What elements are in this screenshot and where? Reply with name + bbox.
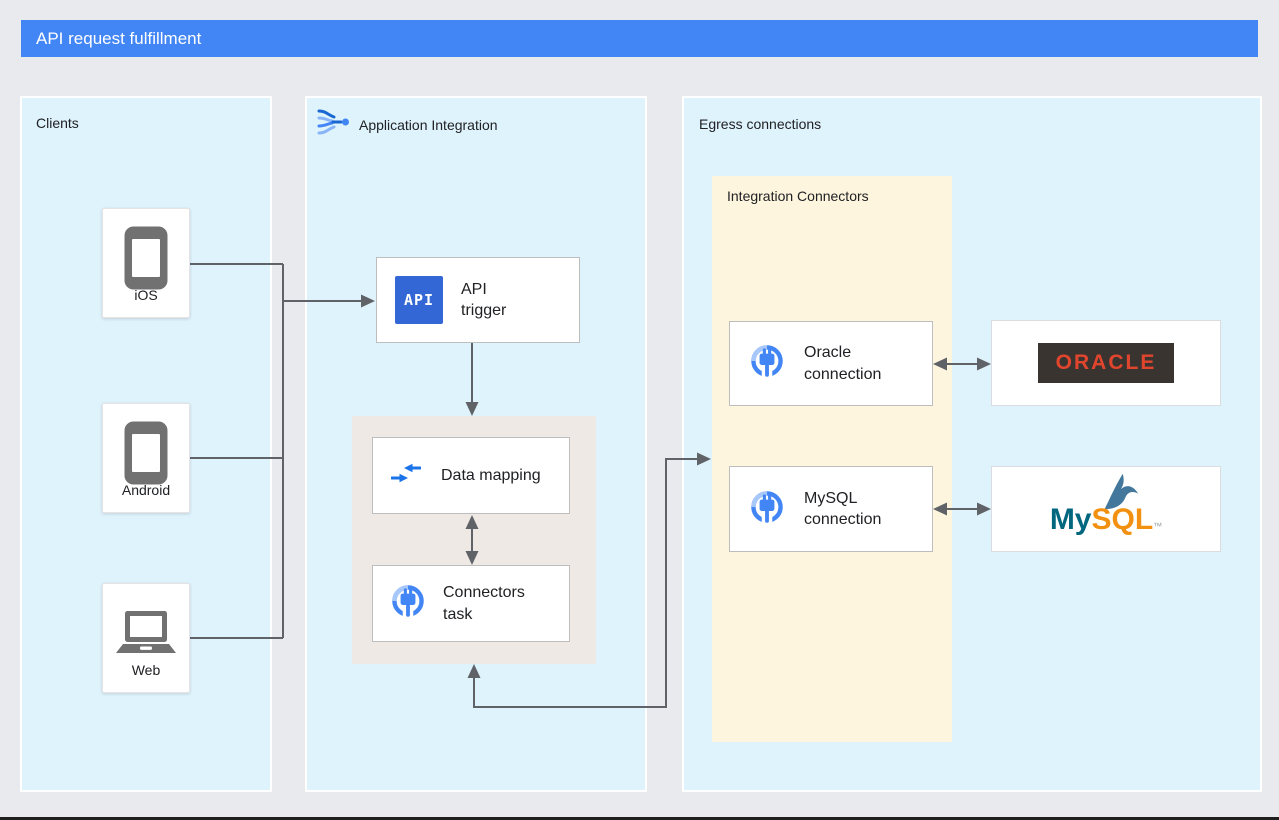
client-node-android: Android xyxy=(102,403,190,513)
mysql-dolphin-icon xyxy=(1096,471,1144,516)
client-node-label: Web xyxy=(131,662,161,678)
oracle-logo: ORACLE xyxy=(1038,343,1174,383)
data-mapping-node: Data mapping xyxy=(372,437,570,514)
screen-bottom-edge xyxy=(0,817,1279,820)
smartphone-icon xyxy=(103,420,189,486)
client-node-label: iOS xyxy=(134,287,158,303)
diagram-title: API request fulfillment xyxy=(36,29,202,48)
api-trigger-icon: API xyxy=(395,276,443,324)
egress-panel-label: Egress connections xyxy=(699,116,822,132)
mysql-wordmark: MySQL™ xyxy=(1049,503,1163,536)
api-trigger-node: API API trigger xyxy=(376,257,580,343)
connectors-icon xyxy=(746,340,788,387)
connectors-task-node: Connectors task xyxy=(372,565,570,642)
client-node-label: Android xyxy=(121,482,171,498)
oracle-logo-box: ORACLE xyxy=(991,320,1221,406)
oracle-connection-node: Oracle connection xyxy=(729,321,933,406)
mysql-logo-box: MySQL™ xyxy=(991,466,1221,552)
connectors-icon xyxy=(746,486,788,533)
laptop-icon xyxy=(103,610,189,656)
api-trigger-label: API trigger xyxy=(461,280,507,319)
integration-connectors-panel: Integration Connectors xyxy=(712,176,952,742)
smartphone-icon xyxy=(103,225,189,291)
mysql-logo: MySQL™ xyxy=(992,467,1220,551)
application-integration-panel-label: Application Integration xyxy=(359,117,498,133)
client-node-ios: iOS xyxy=(102,208,190,318)
clients-panel-label: Clients xyxy=(36,115,79,131)
application-integration-icon xyxy=(317,106,353,143)
mysql-connection-node: MySQL connection xyxy=(729,466,933,552)
integration-connectors-label: Integration Connectors xyxy=(727,188,869,204)
connectors-icon xyxy=(387,580,429,627)
oracle-connection-label: Oracle connection xyxy=(804,344,882,383)
oracle-wordmark: ORACLE xyxy=(1055,351,1157,374)
connectors-task-label: Connectors task xyxy=(443,584,525,623)
mysql-connection-label: MySQL connection xyxy=(804,489,882,528)
data-mapping-label: Data mapping xyxy=(441,466,541,484)
diagram-title-bar: API request fulfillment xyxy=(21,20,1258,57)
data-mapping-icon xyxy=(390,461,422,490)
client-node-web: Web xyxy=(102,583,190,693)
